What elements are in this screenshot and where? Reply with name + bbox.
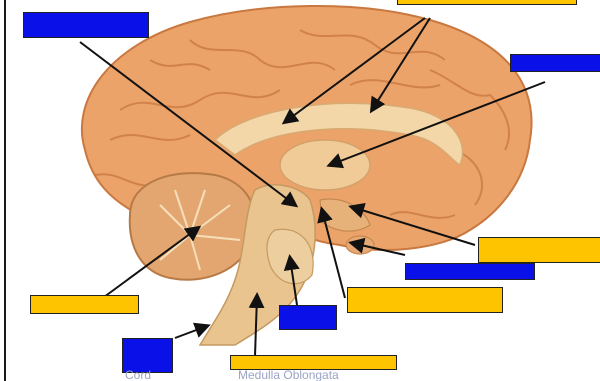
label-box-left-lower[interactable]	[30, 295, 139, 314]
label-box-right-lower[interactable]	[405, 263, 535, 280]
partial-label-cord: Cord	[125, 368, 151, 381]
arrow-bottom-left	[175, 326, 207, 338]
label-box-top-right[interactable]	[510, 54, 600, 72]
thalamus	[280, 140, 370, 190]
label-box-top-center[interactable]	[397, 0, 577, 5]
label-box-top-left[interactable]	[23, 12, 149, 38]
label-box-lower-center[interactable]	[347, 287, 503, 313]
partial-label-medulla: Medulla Oblongata	[238, 368, 339, 381]
label-box-right-mid[interactable]	[478, 237, 600, 263]
label-box-bottom-mid[interactable]	[279, 305, 337, 330]
